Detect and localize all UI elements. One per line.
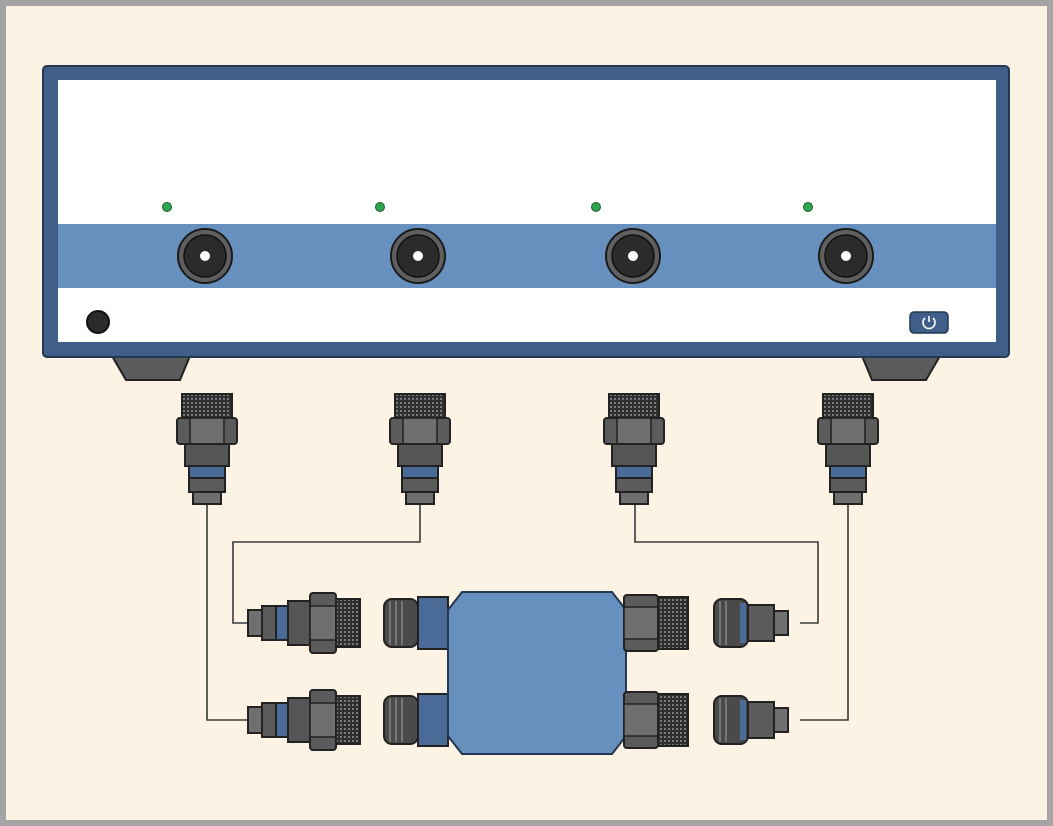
port-status-led xyxy=(162,202,172,212)
ports-group xyxy=(162,202,874,284)
cables xyxy=(206,504,849,721)
dut-body xyxy=(447,591,627,755)
instrument-front-panel xyxy=(58,80,996,342)
instrument-port[interactable] xyxy=(818,228,874,284)
dut-port-right-bottom xyxy=(623,691,689,749)
instrument-foot-right xyxy=(860,355,942,381)
round-jack-icon[interactable] xyxy=(86,310,110,334)
instrument-foot-left xyxy=(110,355,192,381)
instrument-port[interactable] xyxy=(177,228,233,284)
power-button[interactable] xyxy=(909,311,949,334)
instrument-port[interactable] xyxy=(390,228,446,284)
port-status-led xyxy=(803,202,813,212)
instrument-port[interactable] xyxy=(605,228,661,284)
cable-3 xyxy=(634,504,819,624)
power-icon xyxy=(922,316,936,330)
four-port-device-icon[interactable] xyxy=(383,591,689,755)
dut-port-right-top xyxy=(623,594,689,652)
dut-adapter-left-bottom xyxy=(383,693,449,747)
cable-4 xyxy=(800,504,849,721)
cable-1 xyxy=(206,504,248,721)
port-status-led xyxy=(375,202,385,212)
dut-adapter-left-top xyxy=(383,596,449,650)
cable-2 xyxy=(232,504,421,624)
network-analyzer xyxy=(42,65,1010,381)
port-status-led xyxy=(591,202,601,212)
